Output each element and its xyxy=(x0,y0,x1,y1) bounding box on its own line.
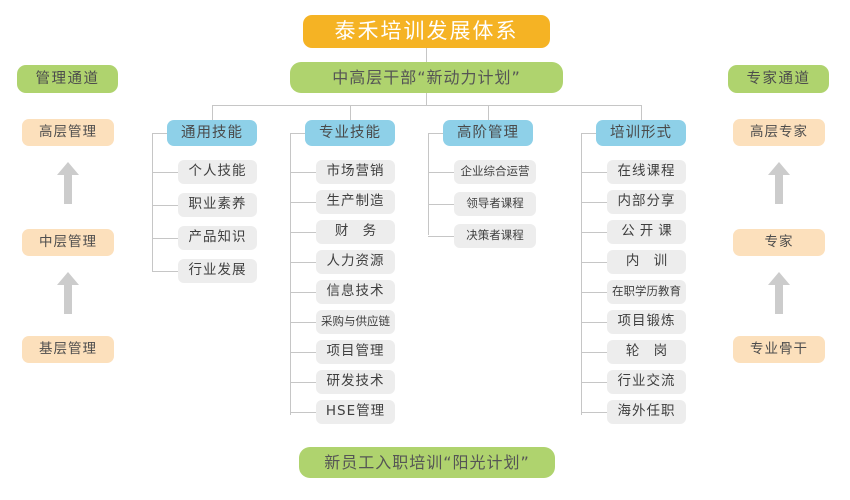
connector-stub-col-1-header xyxy=(152,133,167,134)
connector-stub-col-3-header xyxy=(428,133,443,134)
connector-drop-col-4 xyxy=(641,105,642,120)
up-arrow-icon-right-2 xyxy=(768,272,790,318)
connector-stub-4-3 xyxy=(581,232,607,233)
left-track-level-3: 基层管理 xyxy=(22,336,114,363)
connector-stub-col-4-header xyxy=(581,133,596,134)
connector-spine-col-2 xyxy=(290,133,291,415)
leaf-2-9: HSE管理 xyxy=(316,400,395,424)
leaf-4-5: 在职学历教育 xyxy=(607,280,686,304)
connector-spine-col-3 xyxy=(428,133,429,235)
up-arrow-icon-left-2 xyxy=(57,272,79,318)
connector-spine-col-1 xyxy=(152,133,153,271)
connector-stub-2-8 xyxy=(290,382,316,383)
leaf-3-3: 决策者课程 xyxy=(454,224,536,248)
connector-stub-2-2 xyxy=(290,202,316,203)
leaf-2-1: 市场营销 xyxy=(316,160,395,184)
left-track-level-1: 高层管理 xyxy=(22,119,114,146)
connector-stub-4-7 xyxy=(581,352,607,353)
connector-horizontal-bus xyxy=(212,105,641,106)
leaf-4-1: 在线课程 xyxy=(607,160,686,184)
leaf-4-9: 海外任职 xyxy=(607,400,686,424)
leaf-2-4: 人力资源 xyxy=(316,250,395,274)
connector-stub-2-9 xyxy=(290,412,316,413)
connector-stub-2-5 xyxy=(290,292,316,293)
right-track-header: 专家通道 xyxy=(728,65,829,93)
leaf-2-3: 财 务 xyxy=(316,220,395,244)
leaf-3-1: 企业综合运营 xyxy=(454,160,536,184)
leaf-1-3: 产品知识 xyxy=(178,226,257,250)
connector-stub-4-2 xyxy=(581,202,607,203)
leaf-2-6: 采购与供应链 xyxy=(316,310,395,334)
up-arrow-icon-left-1 xyxy=(57,162,79,208)
column-header-4: 培训形式 xyxy=(596,120,686,146)
connector-drop-col-3 xyxy=(488,105,489,120)
connector-stub-2-3 xyxy=(290,232,316,233)
connector-spine-col-4 xyxy=(581,133,582,415)
connector-stub-2-1 xyxy=(290,172,316,173)
leaf-2-8: 研发技术 xyxy=(316,370,395,394)
leaf-1-4: 行业发展 xyxy=(178,259,257,283)
connector-stub-1-2 xyxy=(152,205,178,206)
leaf-1-1: 个人技能 xyxy=(178,160,257,184)
leaf-4-6: 项目锻炼 xyxy=(607,310,686,334)
diagram-title: 泰禾培训发展体系 xyxy=(303,15,550,48)
leaf-2-7: 项目管理 xyxy=(316,340,395,364)
connector-stub-2-7 xyxy=(290,352,316,353)
connector-stub-4-6 xyxy=(581,322,607,323)
leaf-2-2: 生产制造 xyxy=(316,190,395,214)
up-arrow-icon-right-1 xyxy=(768,162,790,208)
column-header-1: 通用技能 xyxy=(167,120,257,146)
column-header-3: 高阶管理 xyxy=(443,120,533,146)
connector-subtitle-to-bus xyxy=(426,93,427,106)
connector-drop-col-2 xyxy=(350,105,351,120)
left-track-header: 管理通道 xyxy=(17,65,118,93)
connector-stub-3-1 xyxy=(428,172,454,173)
column-header-2: 专业技能 xyxy=(305,120,395,146)
connector-stub-4-9 xyxy=(581,412,607,413)
leaf-4-8: 行业交流 xyxy=(607,370,686,394)
connector-title-to-subtitle xyxy=(426,48,427,62)
connector-stub-col-2-header xyxy=(290,133,305,134)
leaf-1-2: 职业素养 xyxy=(178,193,257,217)
connector-stub-1-4 xyxy=(152,271,178,272)
connector-stub-2-4 xyxy=(290,262,316,263)
connector-stub-1-3 xyxy=(152,238,178,239)
right-track-level-3: 专业骨干 xyxy=(733,336,825,363)
leaf-2-5: 信息技术 xyxy=(316,280,395,304)
connector-stub-4-1 xyxy=(581,172,607,173)
footer-banner: 新员工入职培训“阳光计划” xyxy=(299,447,555,478)
subtitle-banner: 中高层干部“新动力计划” xyxy=(290,62,563,93)
right-track-level-2: 专家 xyxy=(733,229,825,256)
leaf-4-7: 轮 岗 xyxy=(607,340,686,364)
leaf-4-2: 内部分享 xyxy=(607,190,686,214)
connector-stub-4-4 xyxy=(581,262,607,263)
connector-drop-col-1 xyxy=(212,105,213,120)
left-track-level-2: 中层管理 xyxy=(22,229,114,256)
connector-stub-4-5 xyxy=(581,292,607,293)
connector-stub-3-2 xyxy=(428,204,454,205)
leaf-3-2: 领导者课程 xyxy=(454,192,536,216)
leaf-4-4: 内 训 xyxy=(607,250,686,274)
connector-stub-3-3 xyxy=(428,236,454,237)
connector-stub-2-6 xyxy=(290,322,316,323)
right-track-level-1: 高层专家 xyxy=(733,119,825,146)
connector-stub-4-8 xyxy=(581,382,607,383)
connector-stub-1-1 xyxy=(152,172,178,173)
leaf-4-3: 公开课 xyxy=(607,220,686,244)
